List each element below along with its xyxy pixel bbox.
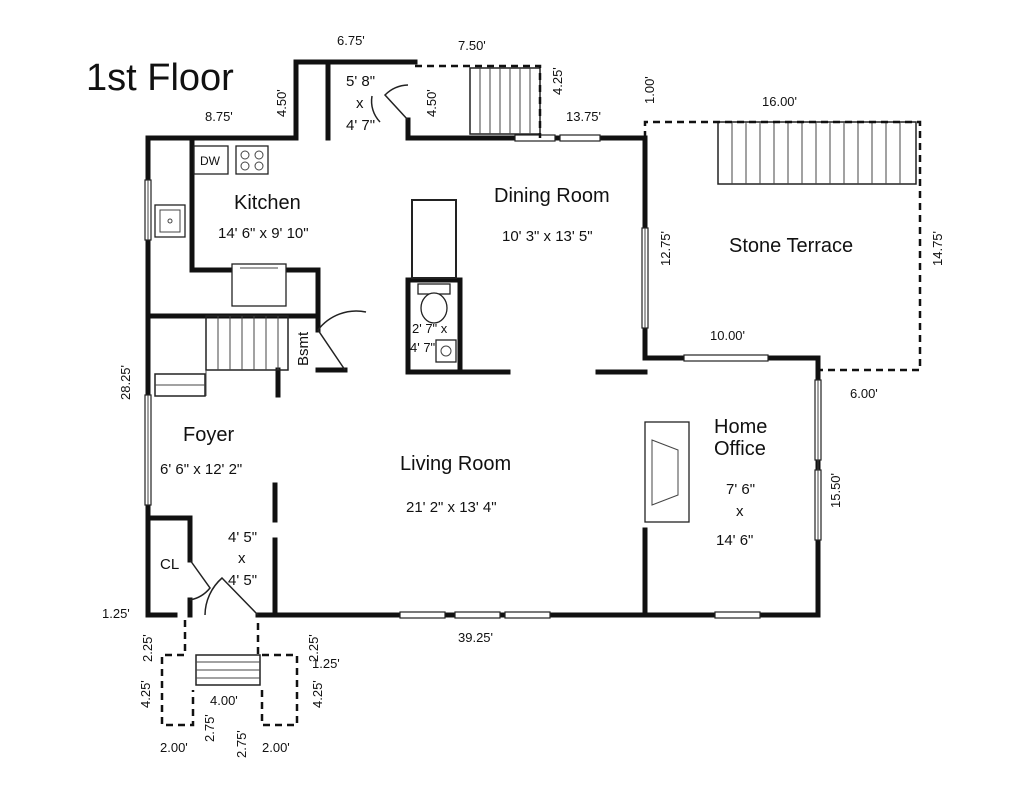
- vestibule-size-x: x: [238, 550, 246, 567]
- dim-4-50-kitchen: 4.50': [274, 89, 289, 117]
- office-size-line2: 14' 6": [716, 532, 753, 549]
- dim-2-00-right: 2.00': [262, 740, 290, 755]
- bath-size-line1: 2' 7" x: [412, 321, 448, 336]
- dishwasher: [193, 145, 229, 175]
- office-name-line2: Office: [714, 438, 766, 460]
- dim-10-00: 10.00': [710, 328, 745, 343]
- kitchen-counter: [231, 263, 287, 307]
- dim-13-75: 13.75': [566, 109, 601, 124]
- stairs-exterior-top: [469, 67, 541, 135]
- office-size-line1: 7' 6": [726, 481, 755, 498]
- living-size: 21' 2" x 13' 4": [406, 499, 497, 516]
- bath-sink-icon: [435, 339, 457, 363]
- dim-4-00: 4.00': [210, 693, 238, 708]
- dim-4-25-right: 4.25': [310, 680, 325, 708]
- office-name-line1: Home: [714, 416, 767, 438]
- stairs-interior: [154, 315, 289, 397]
- dim-6-00: 6.00': [850, 386, 878, 401]
- dim-1-25-left: 1.25': [102, 606, 130, 621]
- room-labels: Kitchen 14' 6" x 9' 10" Dining Room 10' …: [160, 73, 853, 589]
- floor-title: 1st Floor: [86, 57, 234, 99]
- dim-4-50-pantry: 4.50': [424, 89, 439, 117]
- foyer-size: 6' 6" x 12' 2": [160, 461, 242, 478]
- dim-2-75-a: 2.75': [202, 714, 217, 742]
- dim-12-75: 12.75': [658, 231, 673, 266]
- dining-name: Dining Room: [494, 185, 610, 207]
- dim-2-25-left: 2.25': [140, 634, 155, 662]
- fireplace-icon: [644, 421, 690, 523]
- doors: [189, 84, 409, 616]
- stairs-terrace: [717, 121, 917, 185]
- stove-icon: [235, 145, 269, 175]
- dim-1-00: 1.00': [642, 76, 657, 104]
- dashed-outlines: [160, 64, 922, 727]
- windows: [144, 134, 822, 619]
- dim-7-50: 7.50': [458, 38, 486, 53]
- dim-2-00-left: 2.00': [160, 740, 188, 755]
- fixtures: DW: [154, 145, 690, 523]
- dim-6-75: 6.75': [337, 33, 365, 48]
- pantry-size-x: x: [356, 95, 364, 112]
- living-name: Living Room: [400, 453, 511, 475]
- kitchen-name: Kitchen: [234, 192, 301, 214]
- dimension-labels: 6.75' 7.50' 4.25' 1.00' 4.50' 4.50' 8.75…: [102, 33, 945, 758]
- dining-size: 10' 3" x 13' 5": [502, 228, 593, 245]
- dim-4-25-left: 4.25': [138, 680, 153, 708]
- stairs-front-steps: [195, 654, 261, 686]
- toilet-icon: [417, 283, 451, 324]
- office-size-x: x: [736, 503, 744, 520]
- pantry-size-line2: 4' 7": [346, 117, 375, 134]
- foyer-name: Foyer: [183, 424, 234, 446]
- dim-8-75: 8.75': [205, 109, 233, 124]
- dim-2-25-right: 2.25': [306, 634, 321, 662]
- pantry-size-line1: 5' 8": [346, 73, 375, 90]
- kitchen-size: 14' 6" x 9' 10": [218, 225, 309, 242]
- closet-name: CL: [160, 556, 179, 573]
- terrace-name: Stone Terrace: [729, 235, 853, 257]
- dim-1-25-step: 1.25': [312, 656, 340, 671]
- vestibule-size-line2: 4' 5": [228, 572, 257, 589]
- vestibule-size-line1: 4' 5": [228, 529, 257, 546]
- bath-size-line2: 4' 7": [410, 340, 436, 355]
- dim-16-00: 16.00': [762, 94, 797, 109]
- dim-14-75: 14.75': [930, 231, 945, 266]
- dim-15-50: 15.50': [828, 473, 843, 508]
- basement-name: Bsmt: [295, 331, 312, 366]
- dim-39-25: 39.25': [458, 630, 493, 645]
- dishwasher-label: DW: [200, 154, 221, 168]
- dim-2-75-b: 2.75': [234, 730, 249, 758]
- dim-28-25: 28.25': [118, 365, 133, 400]
- dim-4-25-top: 4.25': [550, 67, 565, 95]
- kitchen-sink-icon: [154, 204, 186, 238]
